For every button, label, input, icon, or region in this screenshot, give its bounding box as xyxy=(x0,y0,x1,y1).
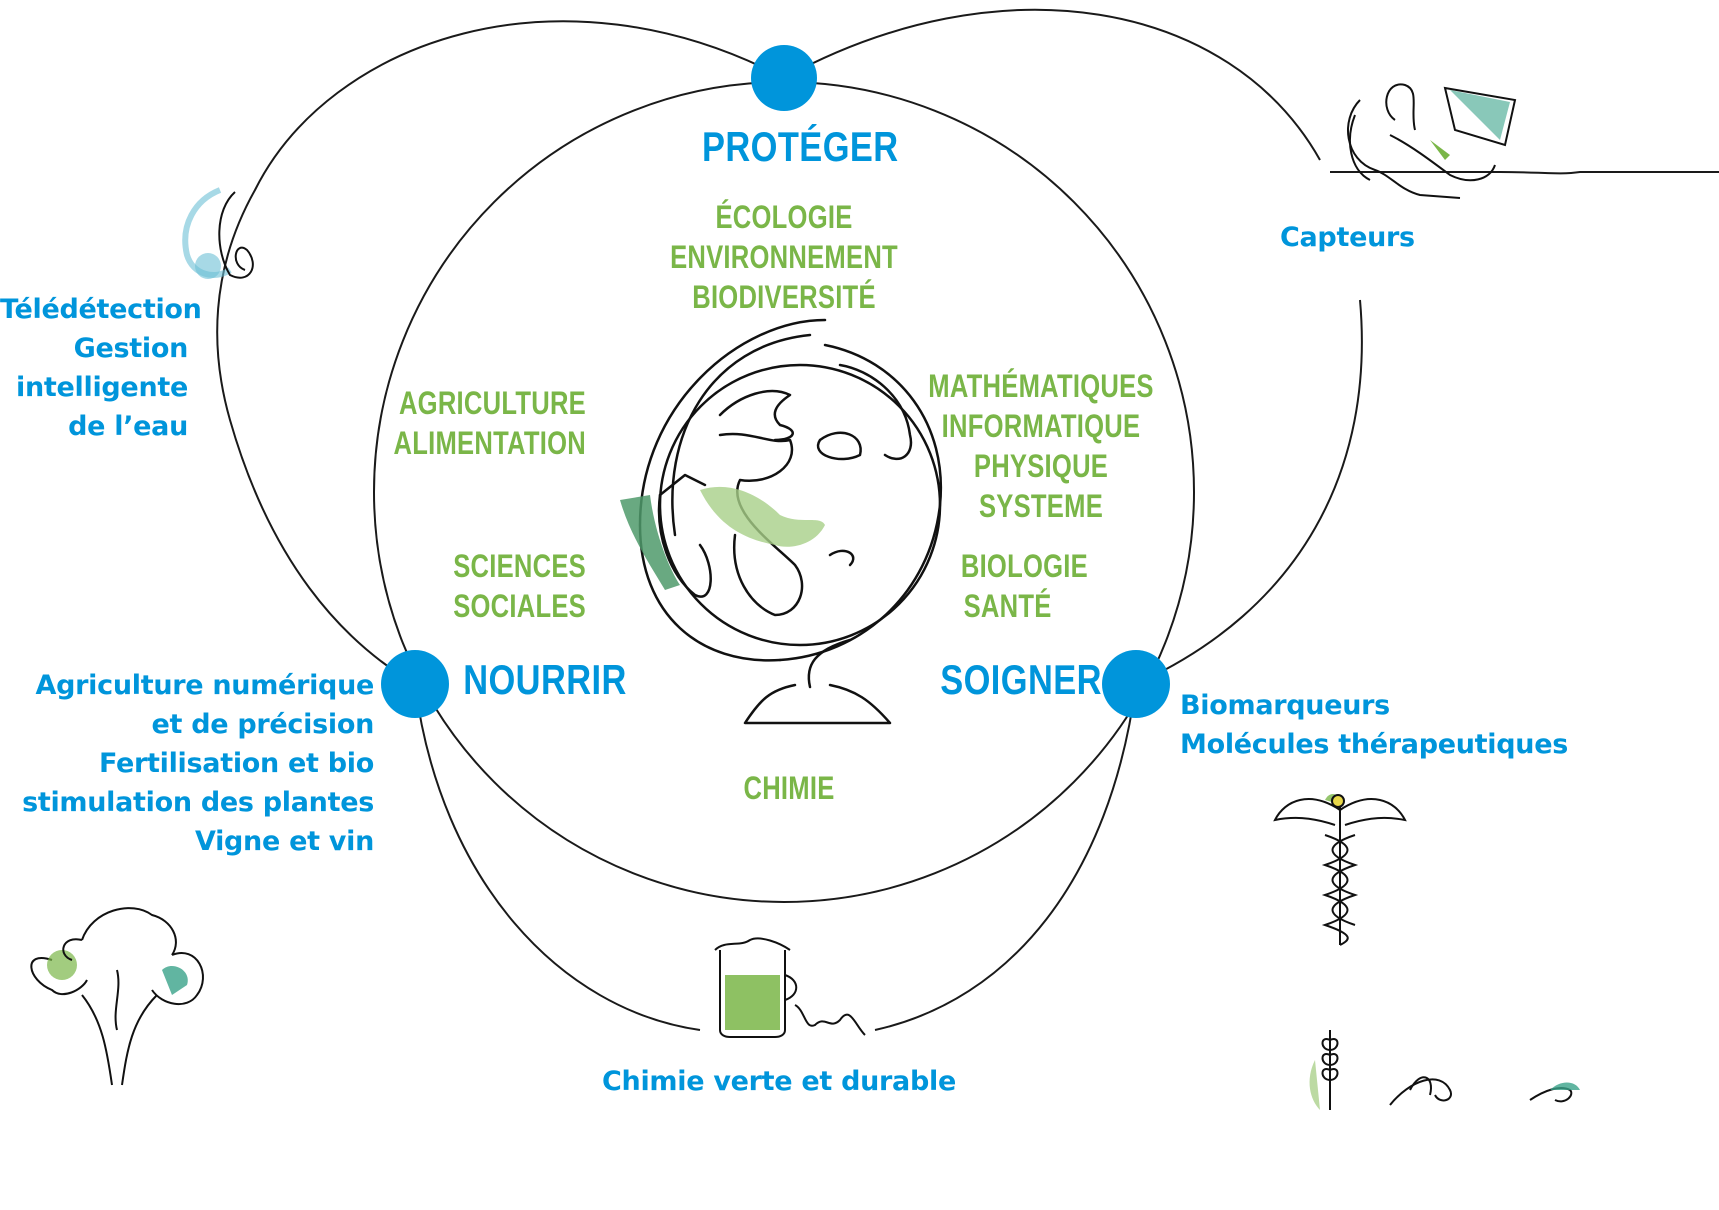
discipline-left-upper: AGRICULTURE ALIMENTATION xyxy=(386,383,586,463)
discipline-agriculture: AGRICULTURE xyxy=(398,385,586,421)
bottom-loop xyxy=(414,683,1137,1031)
bird-icon xyxy=(1389,1076,1580,1106)
app-line: Biomarqueurs xyxy=(1180,690,1390,721)
discipline-systeme: SYSTEME xyxy=(978,488,1104,524)
application-capteurs: Capteurs xyxy=(1280,216,1480,259)
node-nourrir xyxy=(381,650,449,718)
wheat-icon xyxy=(1309,1030,1339,1110)
right-loop xyxy=(783,8,1363,685)
app-line: intelligente xyxy=(16,372,188,403)
app-line: Capteurs xyxy=(1280,222,1415,253)
pillar-soigner: SOIGNER xyxy=(940,656,1102,703)
computer-user-icon xyxy=(1347,83,1517,199)
app-line: stimulation des plantes xyxy=(22,787,374,818)
app-line: Télédétection xyxy=(0,294,202,325)
discipline-biologie: BIOLOGIE xyxy=(960,548,1088,584)
caduceus-icon xyxy=(1273,793,1407,946)
beaker-icon xyxy=(714,937,866,1038)
node-soigner xyxy=(1102,650,1170,718)
discipline-informatique: INFORMATIQUE xyxy=(941,408,1141,444)
application-agriculture: Agriculture numérique et de précision Fe… xyxy=(20,666,374,861)
globe-icon xyxy=(620,318,943,725)
app-line: Molécules thérapeutiques xyxy=(1180,729,1568,760)
left-loop xyxy=(216,20,785,685)
discipline-mathematiques: MATHÉMATIQUES xyxy=(928,368,1154,404)
app-line: Fertilisation et bio xyxy=(98,748,374,779)
app-line: Gestion xyxy=(73,333,189,364)
app-line: Chimie verte et durable xyxy=(602,1066,956,1097)
discipline-right-lower: BIOLOGIE SANTÉ xyxy=(938,546,1098,626)
app-line: de l’eau xyxy=(68,411,188,442)
discipline-environnement: ENVIRONNEMENT xyxy=(670,239,898,275)
discipline-chimie: CHIMIE xyxy=(743,770,835,806)
pillar-proteger: PROTÉGER xyxy=(702,123,899,170)
app-line: et de précision xyxy=(151,709,375,740)
discipline-ecologie: ÉCOLOGIE xyxy=(715,199,853,235)
pillar-nourrir: NOURRIR xyxy=(463,656,627,703)
application-teledetection: Télédétection Gestion intelligente de l’… xyxy=(0,290,202,446)
discipline-left-lower: SCIENCES SOCIALES xyxy=(426,546,586,626)
discipline-top: ÉCOLOGIE ENVIRONNEMENT BIODIVERSITÉ xyxy=(664,197,904,317)
application-biomarqueurs: Biomarqueurs Molécules thérapeutiques xyxy=(1180,686,1568,764)
discipline-biodiversite: BIODIVERSITÉ xyxy=(692,279,876,315)
discipline-sciences: SCIENCES xyxy=(453,548,586,584)
node-proteger xyxy=(751,45,817,111)
discipline-sociales: SOCIALES xyxy=(453,588,586,624)
discipline-right-upper: MATHÉMATIQUES INFORMATIQUE PHYSIQUE SYST… xyxy=(921,366,1161,526)
discipline-sante: SANTÉ xyxy=(963,588,1052,624)
application-chimie-verte: Chimie verte et durable xyxy=(579,1060,979,1103)
discipline-physique: PHYSIQUE xyxy=(973,448,1109,484)
discipline-bottom: CHIMIE xyxy=(709,768,869,808)
app-line: Vigne et vin xyxy=(194,826,374,857)
tree-icon xyxy=(30,907,204,1086)
discipline-alimentation: ALIMENTATION xyxy=(393,425,586,461)
app-line: Agriculture numérique xyxy=(35,670,375,701)
water-drop-icon xyxy=(182,187,254,279)
